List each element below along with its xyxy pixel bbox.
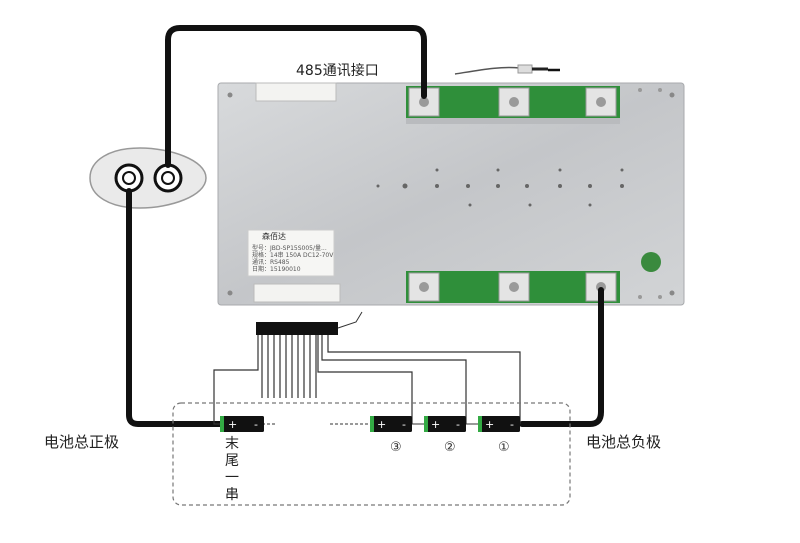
cell-2: + - xyxy=(424,416,466,432)
cell-1-label: ① xyxy=(498,440,510,455)
bms-board xyxy=(217,82,685,306)
cell-3-label: ③ xyxy=(390,440,402,455)
last-cell-plus: + xyxy=(228,418,237,431)
comm-cable xyxy=(454,64,560,75)
power-socket xyxy=(89,147,207,209)
negative-wire xyxy=(519,287,604,427)
svg-text:-: - xyxy=(402,418,406,431)
svg-text:+: + xyxy=(377,418,386,431)
svg-text:-: - xyxy=(510,418,514,431)
cell-2-label: ② xyxy=(444,440,456,455)
sticker-line-2: 规格：14串 150A DC12-70V xyxy=(252,252,334,259)
socket-to-bms-wire xyxy=(165,25,427,168)
battery-pack-outline xyxy=(172,402,571,506)
svg-text:+: + xyxy=(431,418,440,431)
cell-1: + - xyxy=(478,416,520,432)
positive-terminal-label: 电池总正极 xyxy=(44,433,120,451)
sticker-line-3: 通讯：RS485 xyxy=(252,259,290,266)
negative-terminal-label: 电池总负极 xyxy=(586,433,662,451)
sticker-line-1: 型号：JBD-SP15S005/量... xyxy=(252,245,327,252)
sticker-line-4: 日期：15190010 xyxy=(252,266,301,273)
main-wires xyxy=(126,25,604,427)
last-cell-minus: - xyxy=(254,418,258,431)
svg-text:+: + xyxy=(485,418,494,431)
cell-3: + - xyxy=(370,416,412,432)
svg-text:-: - xyxy=(456,418,460,431)
positive-wire xyxy=(126,188,225,427)
last-cell-label: 末尾一串 xyxy=(225,436,239,503)
last-cell: + - xyxy=(220,416,264,432)
sticker-brand: 森佰达 xyxy=(262,232,286,241)
comm-port-label: 485通讯接口 xyxy=(296,63,379,79)
balance-harness xyxy=(213,311,521,425)
